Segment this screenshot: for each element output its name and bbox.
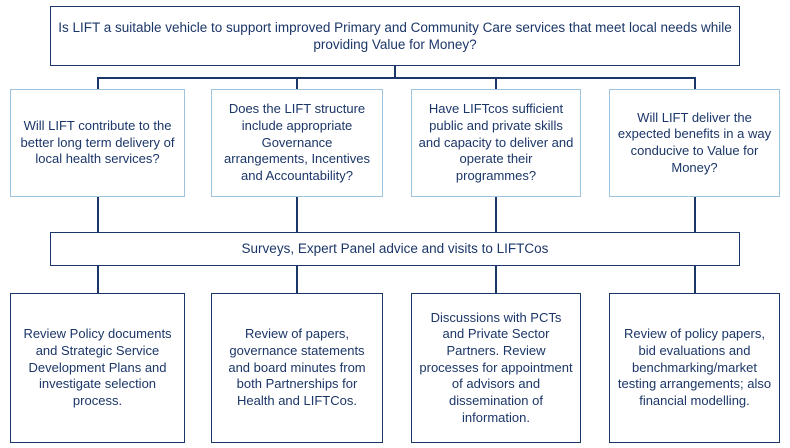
question-box-2: Does the LIFT structure include appropri… bbox=[211, 89, 383, 197]
method-box-1: Review Policy documents and Strategic Se… bbox=[10, 293, 185, 443]
method-text-4: Review of policy papers, bid evaluations… bbox=[617, 326, 772, 408]
connector-drop-q2 bbox=[296, 77, 298, 89]
method-text-2: Review of papers, governance statements … bbox=[228, 326, 366, 408]
connector-q2-down bbox=[296, 197, 298, 232]
methods-band-text: Surveys, Expert Panel advice and visits … bbox=[241, 241, 549, 257]
method-box-2: Review of papers, governance statements … bbox=[211, 293, 383, 443]
question-text-4: Will LIFT deliver the expected benefits … bbox=[617, 109, 772, 175]
connector-q4-down bbox=[694, 197, 696, 232]
method-box-4: Review of policy papers, bid evaluations… bbox=[609, 293, 780, 443]
question-box-1: Will LIFT contribute to the better long … bbox=[10, 89, 185, 197]
connector-q1-down bbox=[97, 197, 99, 232]
connector-drop-q3 bbox=[495, 77, 497, 89]
connector-top-down bbox=[394, 66, 396, 78]
method-text-1: Review Policy documents and Strategic Se… bbox=[23, 326, 172, 408]
method-box-3: Discussions with PCTs and Private Sector… bbox=[411, 293, 581, 443]
question-text-3: Have LIFTcos sufficient public and priva… bbox=[418, 101, 574, 183]
connector-drop-q4 bbox=[694, 77, 696, 89]
methods-band-box: Surveys, Expert Panel advice and visits … bbox=[50, 232, 740, 266]
top-question-box: Is LIFT a suitable vehicle to support im… bbox=[50, 6, 740, 66]
connector-q3-down bbox=[495, 197, 497, 232]
connector-m3-down bbox=[495, 266, 497, 293]
question-text-2: Does the LIFT structure include appropri… bbox=[224, 101, 370, 183]
connector-m1-down bbox=[97, 266, 99, 293]
connector-m2-down bbox=[296, 266, 298, 293]
question-box-3: Have LIFTcos sufficient public and priva… bbox=[411, 89, 581, 197]
connector-m4-down bbox=[694, 266, 696, 293]
connector-drop-q1 bbox=[97, 77, 99, 89]
question-text-1: Will LIFT contribute to the better long … bbox=[20, 118, 175, 167]
method-text-3: Discussions with PCTs and Private Sector… bbox=[419, 309, 573, 425]
top-question-text: Is LIFT a suitable vehicle to support im… bbox=[58, 19, 732, 52]
question-box-4: Will LIFT deliver the expected benefits … bbox=[609, 89, 780, 197]
connector-bus-top bbox=[97, 77, 694, 79]
